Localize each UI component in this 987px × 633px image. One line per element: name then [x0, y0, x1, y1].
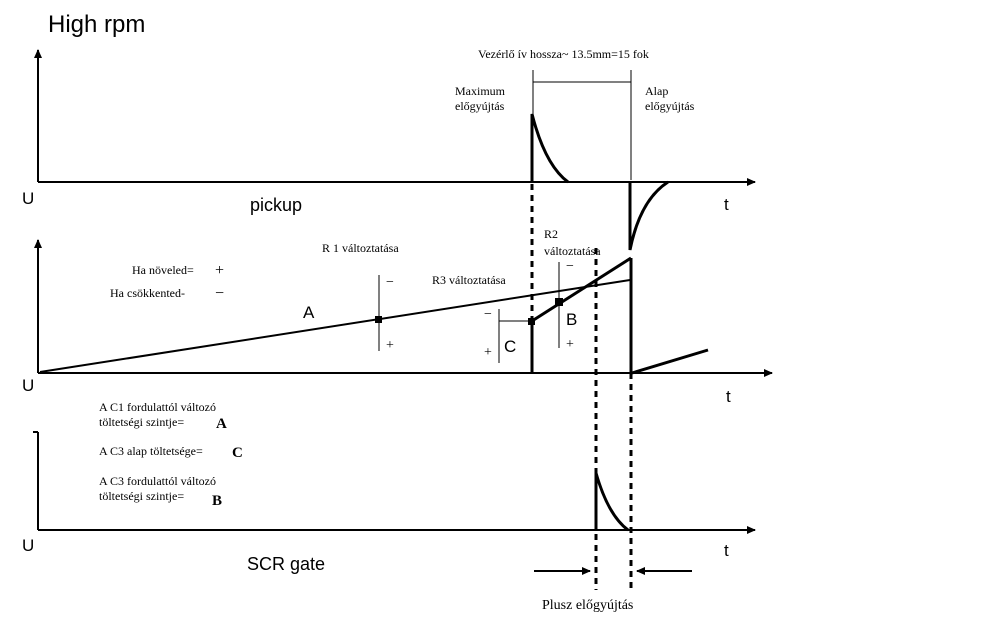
scr-u-label: U — [22, 536, 34, 555]
plus-advance-indicator: Plusz előgyújtás — [534, 567, 692, 613]
r3-change-label: R3 változtatása — [432, 273, 506, 287]
diagram-title: High rpm — [48, 11, 145, 38]
max-advance-label-2: előgyújtás — [455, 99, 505, 113]
legend-c1-key: A — [216, 416, 227, 432]
max-advance-label-1: Maximum — [455, 84, 506, 98]
pickup-label: pickup — [250, 195, 302, 215]
scr-t-label: t — [724, 541, 729, 560]
recharge-line — [631, 348, 709, 375]
arc-length-label: Vezérlő ív hossza~ 13.5mm=15 fok — [478, 47, 649, 61]
if-decrease-label: Ha csökkented- — [110, 286, 185, 300]
if-decrease-sign: − — [215, 285, 224, 302]
label-a: A — [303, 303, 315, 322]
charge-u-label: U — [22, 376, 34, 395]
r2-minus: − — [566, 259, 574, 274]
c-plus: + — [484, 345, 492, 360]
r1-change-label: R 1 változtatása — [322, 241, 399, 255]
c-minus: − — [484, 307, 492, 322]
legend-c1-line1: A C1 fordulattól változó — [99, 400, 216, 414]
plus-advance-label: Plusz előgyújtás — [542, 598, 633, 613]
label-c: C — [504, 337, 516, 356]
base-advance-label-1: Alap — [645, 84, 668, 98]
pickup-u-label: U — [22, 189, 34, 208]
if-increase-label: Ha növeled= — [132, 263, 194, 277]
charge-t-label: t — [726, 387, 731, 406]
charge-panel: U t − + − + − + A — [22, 227, 773, 406]
scr-gate-label: SCR gate — [247, 554, 325, 574]
pickup-positive-pulse — [530, 113, 569, 184]
timing-window: Vezérlő ív hossza~ 13.5mm=15 fok Maximum… — [455, 47, 695, 180]
r2-adjust-marker: − + — [555, 259, 574, 352]
label-b: B — [566, 310, 577, 329]
r1-adjust-marker: − + — [375, 275, 394, 353]
scr-gate-panel: U t SCR gate A C1 fordulattól változó tö… — [22, 400, 756, 574]
base-advance-label-2: előgyújtás — [645, 99, 695, 113]
if-increase-sign: + — [215, 262, 224, 279]
ramp-b-line — [531, 256, 632, 323]
r2-label-1: R2 — [544, 227, 558, 241]
pickup-panel: U t pickup — [22, 49, 756, 251]
r2-plus: + — [566, 337, 574, 352]
r1-plus: + — [386, 338, 394, 353]
legend-c3-line2: töltetségi szintje= — [99, 489, 184, 503]
c-adjust-marker: − + — [484, 307, 535, 363]
pickup-negative-pulse — [628, 180, 669, 251]
legend-c3-base: A C3 alap töltetsége= — [99, 444, 203, 458]
legend-c3-line1: A C3 fordulattól változó — [99, 474, 216, 488]
r2-label-2: változtatása — [544, 244, 601, 258]
scr-gate-pulse — [594, 472, 629, 532]
legend-c3-base-key: C — [232, 445, 243, 461]
pickup-t-label: t — [724, 195, 729, 214]
r1-minus: − — [386, 275, 394, 290]
legend-c1-line2: töltetségi szintje= — [99, 415, 184, 429]
legend-c3-key: B — [212, 493, 222, 509]
dashed-guides — [530, 184, 633, 590]
